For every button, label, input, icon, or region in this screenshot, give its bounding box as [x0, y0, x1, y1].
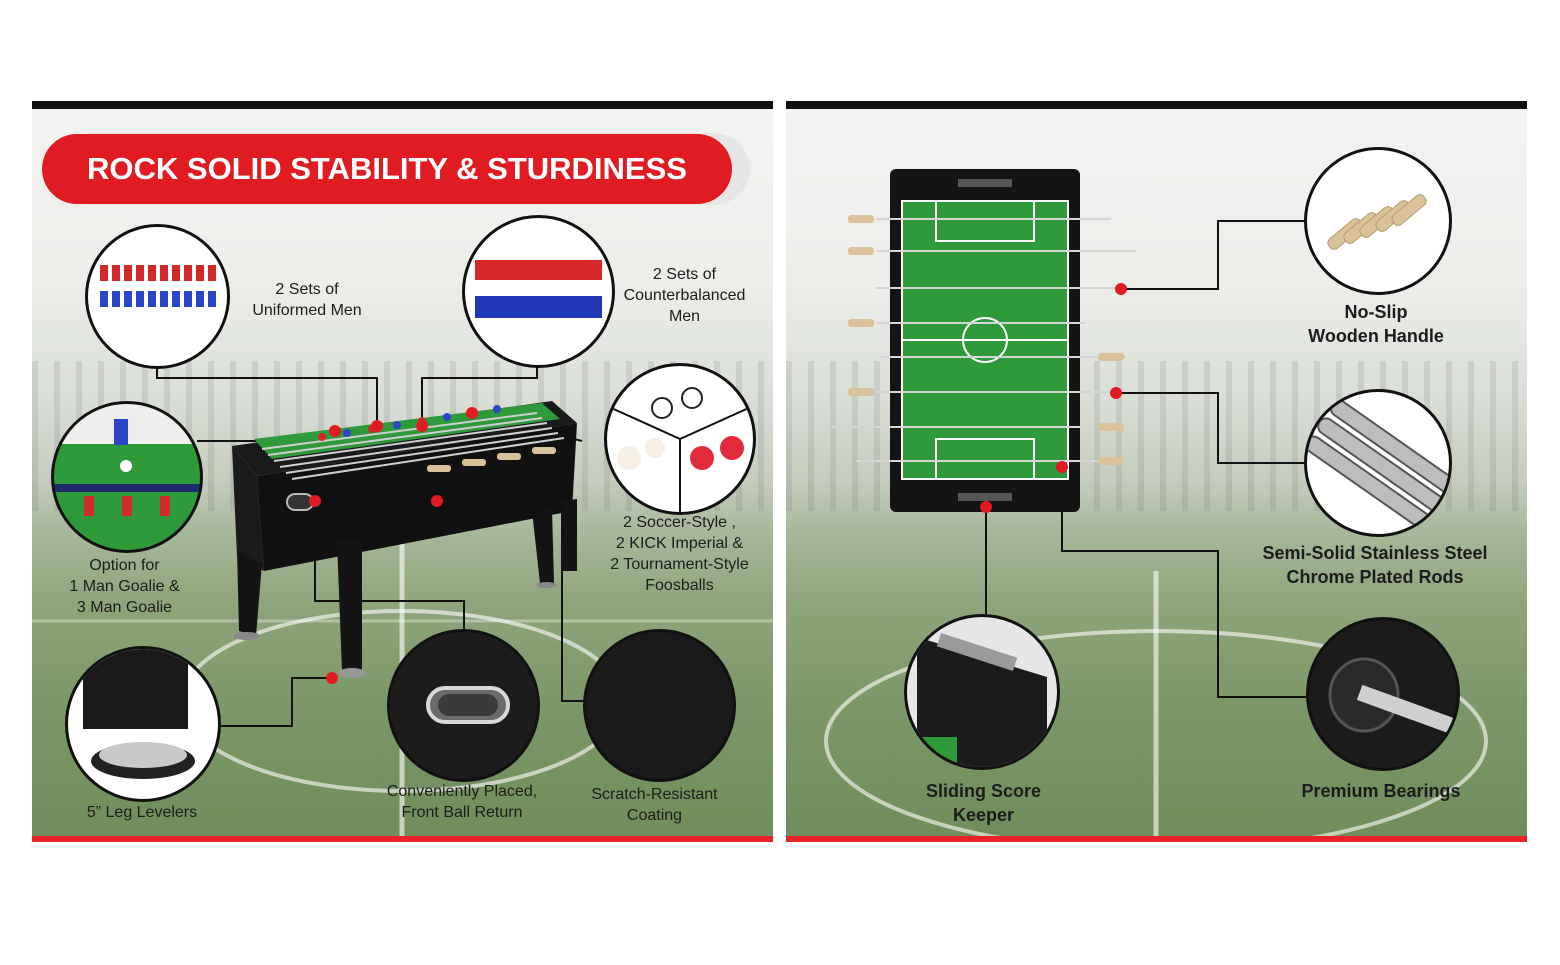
table-top-view-illustration — [831, 169, 1306, 698]
foosballs-label: 2 Soccer-Style , 2 KICK Imperial & 2 Tou… — [610, 514, 749, 594]
title-banner — [42, 134, 732, 204]
top-divider-bar — [32, 101, 773, 109]
leg-leveler-photo — [65, 646, 221, 802]
left-feature-panel: ROCK SOLID STABILITY & STURDINESS — [32, 101, 773, 842]
wooden-handle-label: No-Slip Wooden Handle — [1308, 302, 1444, 346]
goalie-option-photo — [51, 401, 203, 553]
wooden-handle-photo — [1304, 147, 1452, 295]
counterbalanced-men-photo — [462, 215, 615, 368]
coating-texture-photo — [583, 629, 736, 782]
top-divider-bar-right — [786, 101, 1527, 109]
leg-levelers-label: 5” Leg Levelers — [86, 804, 198, 821]
chrome-rods-label: Semi-Solid Stainless Steel Chrome Plated… — [1262, 543, 1488, 587]
coating-label: Scratch-Resistant Coating — [591, 786, 718, 824]
chrome-rods-photo — [1304, 389, 1452, 537]
panel-title: ROCK SOLID STABILITY & STURDINESS — [87, 151, 687, 186]
foosball-table-illustration — [156, 363, 584, 727]
bearings-photo — [1306, 617, 1460, 771]
ball-return-label: Conveniently Placed, Front Ball Return — [386, 783, 538, 821]
bottom-accent-bar-right — [786, 836, 1527, 842]
score-keeper-photo — [904, 614, 1060, 770]
uniformed-men-label: 2 Sets of Uniformed Men — [252, 281, 362, 319]
field-lines-backdrop-right — [824, 571, 1488, 842]
goalie-option-label: Option for 1 Man Goalie & 3 Man Goalie — [69, 557, 180, 616]
score-keeper-label: Sliding Score Keeper — [925, 781, 1042, 825]
right-feature-panel: No-Slip Wooden Handle Semi-Solid Stainle… — [786, 101, 1527, 842]
counterbalanced-men-label: 2 Sets of Counterbalanced Men — [623, 266, 746, 325]
bearings-label: Premium Bearings — [1301, 781, 1461, 801]
bottom-accent-bar — [32, 836, 773, 842]
ball-return-photo — [387, 629, 540, 782]
uniformed-men-photo — [85, 224, 230, 369]
foosballs-photo — [604, 363, 756, 515]
